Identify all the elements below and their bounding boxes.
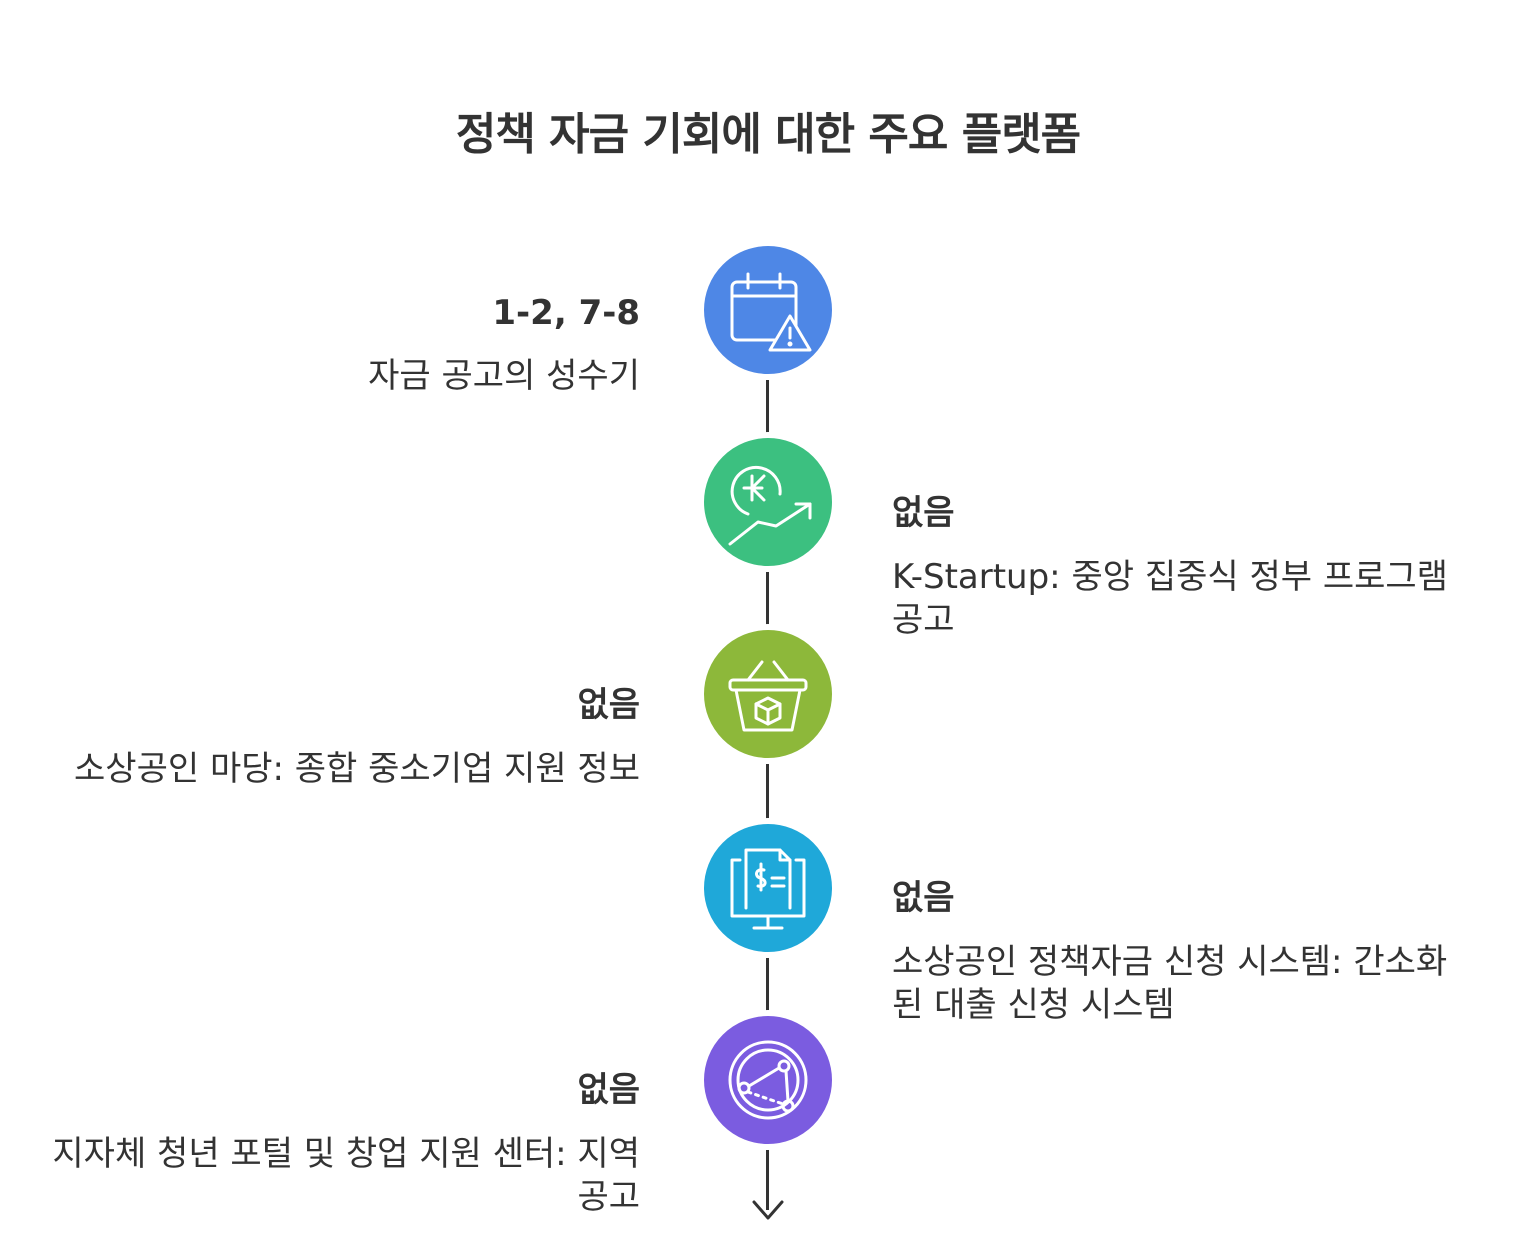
step-5-node — [698, 1010, 838, 1150]
step-4-node — [698, 818, 838, 958]
won-growth-icon — [728, 465, 812, 546]
basket-box-icon — [728, 660, 808, 732]
step-1-node — [698, 240, 838, 380]
step-5-desc: 지자체 청년 포털 및 창업 지원 센터: 지역 공고 — [52, 1134, 640, 1217]
step-2-desc: K-Startup: 중앙 집중식 정부 프로그램 공고 — [892, 557, 1448, 640]
step-1-desc: 자금 공고의 성수기 — [368, 356, 640, 396]
step-3-head: 없음 — [577, 685, 640, 725]
step-5-label: 없음 지자체 청년 포털 및 창업 지원 센터: 지역 공고 — [40, 1062, 640, 1218]
step-5-head: 없음 — [577, 1070, 640, 1110]
step-1-head: 1-2, 7-8 — [492, 293, 640, 333]
step-2-label: 없음 K-Startup: 중앙 집중식 정부 프로그램 공고 — [892, 485, 1492, 641]
step-2-head: 없음 — [892, 493, 955, 533]
step-4-label: 없음 소상공인 정책자금 신청 시스템: 간소화된 대출 신청 시스템 — [892, 870, 1492, 1026]
timeline-line — [766, 380, 769, 1210]
arrow-down-icon — [752, 1200, 784, 1220]
step-4-head: 없음 — [892, 878, 955, 918]
step-1-label: 1-2, 7-8 자금 공고의 성수기 — [40, 293, 640, 398]
calendar-warning-icon — [730, 272, 812, 352]
step-2-node — [698, 432, 838, 572]
monitor-invoice-icon — [730, 848, 806, 930]
step-3-desc: 소상공인 마당: 종합 중소기업 지원 정보 — [74, 749, 640, 789]
page-title: 정책 자금 기회에 대한 주요 플랫폼 — [455, 109, 1081, 160]
step-4-desc: 소상공인 정책자금 신청 시스템: 간소화된 대출 신청 시스템 — [892, 942, 1448, 1025]
globe-network-icon — [728, 1040, 808, 1120]
step-3-node — [698, 624, 838, 764]
step-3-label: 없음 소상공인 마당: 종합 중소기업 지원 정보 — [40, 677, 640, 791]
